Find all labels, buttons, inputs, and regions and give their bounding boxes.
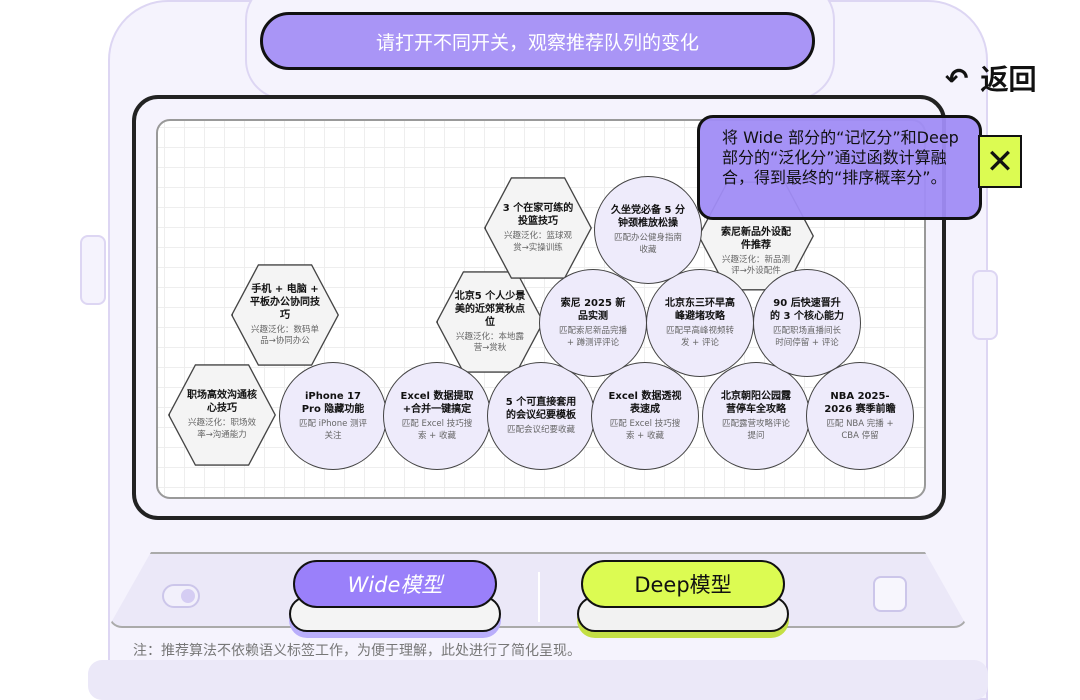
footnote: 注：推荐算法不依赖语义标签工作，为便于理解，此处进行了简化呈现。: [133, 643, 581, 659]
card-title: 北京5 个人少景美的近郊赏秋点位: [454, 290, 526, 328]
recommendation-card[interactable]: 90 后快速晋升的 3 个核心能力匹配职场直播间长时间停留 + 评论: [753, 269, 861, 377]
deep-model-button[interactable]: Deep模型: [581, 560, 785, 608]
page-title: 请打开不同开关，观察推荐队列的变化: [260, 12, 815, 70]
recommendation-card[interactable]: 索尼 2025 新品实测匹配索尼新品完播 + 蹲测评评论: [539, 269, 647, 377]
side-ear-left: [80, 235, 106, 305]
recommendation-card[interactable]: 3 个在家可练的投篮技巧兴趣泛化：篮球观赏→实操训练: [484, 177, 592, 279]
card-reason: 匹配 Excel 技巧搜索 + 收藏: [401, 419, 473, 441]
card-title: 90 后快速晋升的 3 个核心能力: [770, 298, 844, 323]
tooltip: 将 Wide 部分的“记忆分”和Deep部分的“泛化分”通过函数计算融合，得到最…: [697, 115, 982, 220]
card-title: 职场高效沟通核心技巧: [187, 390, 257, 415]
card-title: 3 个在家可练的投篮技巧: [502, 203, 574, 228]
recommendation-card[interactable]: 5 个可直接套用的会议纪要模板匹配会议纪要收藏: [487, 362, 595, 470]
card-reason: 匹配索尼新品完播 + 蹲测评评论: [558, 326, 627, 348]
recommendation-card[interactable]: 北京东三环早高峰避堵攻略匹配早高峰视频转发 + 评论: [646, 269, 754, 377]
card-reason: 匹配 Excel 技巧搜索 + 收藏: [609, 419, 681, 441]
bottom-bar: [88, 660, 988, 700]
back-label: 返回: [980, 63, 1037, 96]
card-reason: 兴趣泛化：本地露营→赏秋: [455, 331, 524, 353]
card-title: Excel 数据透视表速成: [608, 391, 682, 416]
recommendation-card[interactable]: iPhone 17 Pro 隐藏功能匹配 iPhone 测评关注: [279, 362, 387, 470]
card-title: 5 个可直接套用的会议纪要模板: [505, 396, 577, 421]
card-title: NBA 2025-2026 赛季前瞻: [824, 391, 896, 416]
card-reason: 兴趣泛化：新品测评→外设配件: [721, 255, 790, 277]
recommendation-card[interactable]: 手机 + 电脑 + 平板办公协同技巧兴趣泛化：数码单品→协同办公: [231, 264, 339, 366]
recommendation-card[interactable]: Excel 数据提取+合并一键搞定匹配 Excel 技巧搜索 + 收藏: [383, 362, 491, 470]
card-title: 久坐党必备 5 分钟颈椎放松操: [611, 205, 685, 230]
card-title: iPhone 17 Pro 隐藏功能: [301, 391, 365, 416]
card-reason: 匹配会议纪要收藏: [506, 424, 575, 435]
back-button[interactable]: ↶ 返回: [945, 58, 1036, 98]
wide-model-button[interactable]: Wide模型: [293, 560, 497, 608]
card-reason: 匹配早高峰视频转发 + 评论: [665, 326, 734, 348]
card-title: 手机 + 电脑 + 平板办公协同技巧: [250, 283, 320, 321]
card-reason: 匹配 iPhone 测评关注: [298, 419, 368, 441]
recommendation-card[interactable]: NBA 2025-2026 赛季前瞻匹配 NBA 完播 + CBA 停留: [806, 362, 914, 470]
toggle-icon: [162, 584, 200, 608]
side-ear-right: [972, 270, 998, 340]
card-reason: 匹配办公健身指南收藏: [613, 233, 682, 255]
recommendation-card[interactable]: 职场高效沟通核心技巧兴趣泛化：职场效率→沟通能力: [168, 364, 276, 466]
card-title: 索尼 2025 新品实测: [560, 298, 626, 323]
card-reason: 兴趣泛化：篮球观赏→实操训练: [503, 231, 572, 253]
recommendation-card[interactable]: 北京朝阳公园露营停车全攻略匹配露营攻略评论提问: [702, 362, 810, 470]
recommendation-card[interactable]: Excel 数据透视表速成匹配 Excel 技巧搜索 + 收藏: [591, 362, 699, 470]
close-tooltip-button[interactable]: ✕: [978, 135, 1022, 188]
card-title: 北京东三环早高峰避堵攻略: [665, 298, 735, 323]
recommendation-card[interactable]: 北京5 个人少景美的近郊赏秋点位兴趣泛化：本地露营→赏秋: [436, 271, 544, 373]
divider: [538, 572, 540, 622]
back-arrow-icon: ↶: [945, 61, 969, 95]
card-title: 索尼新品外设配件推荐: [721, 227, 791, 251]
card-reason: 匹配职场直播间长时间停留 + 评论: [772, 326, 841, 348]
card-reason: 兴趣泛化：职场效率→沟通能力: [187, 418, 256, 440]
close-icon: ✕: [985, 141, 1015, 182]
card-title: Excel 数据提取+合并一键搞定: [400, 391, 474, 416]
card-reason: 匹配 NBA 完播 + CBA 停留: [826, 419, 894, 441]
card-reason: 匹配露营攻略评论提问: [721, 419, 790, 441]
card-reason: 兴趣泛化：数码单品→协同办公: [250, 324, 319, 346]
card-title: 北京朝阳公园露营停车全攻略: [721, 391, 791, 416]
recommendation-card[interactable]: 久坐党必备 5 分钟颈椎放松操匹配办公健身指南收藏: [594, 176, 702, 284]
knob-icon: [873, 576, 907, 612]
